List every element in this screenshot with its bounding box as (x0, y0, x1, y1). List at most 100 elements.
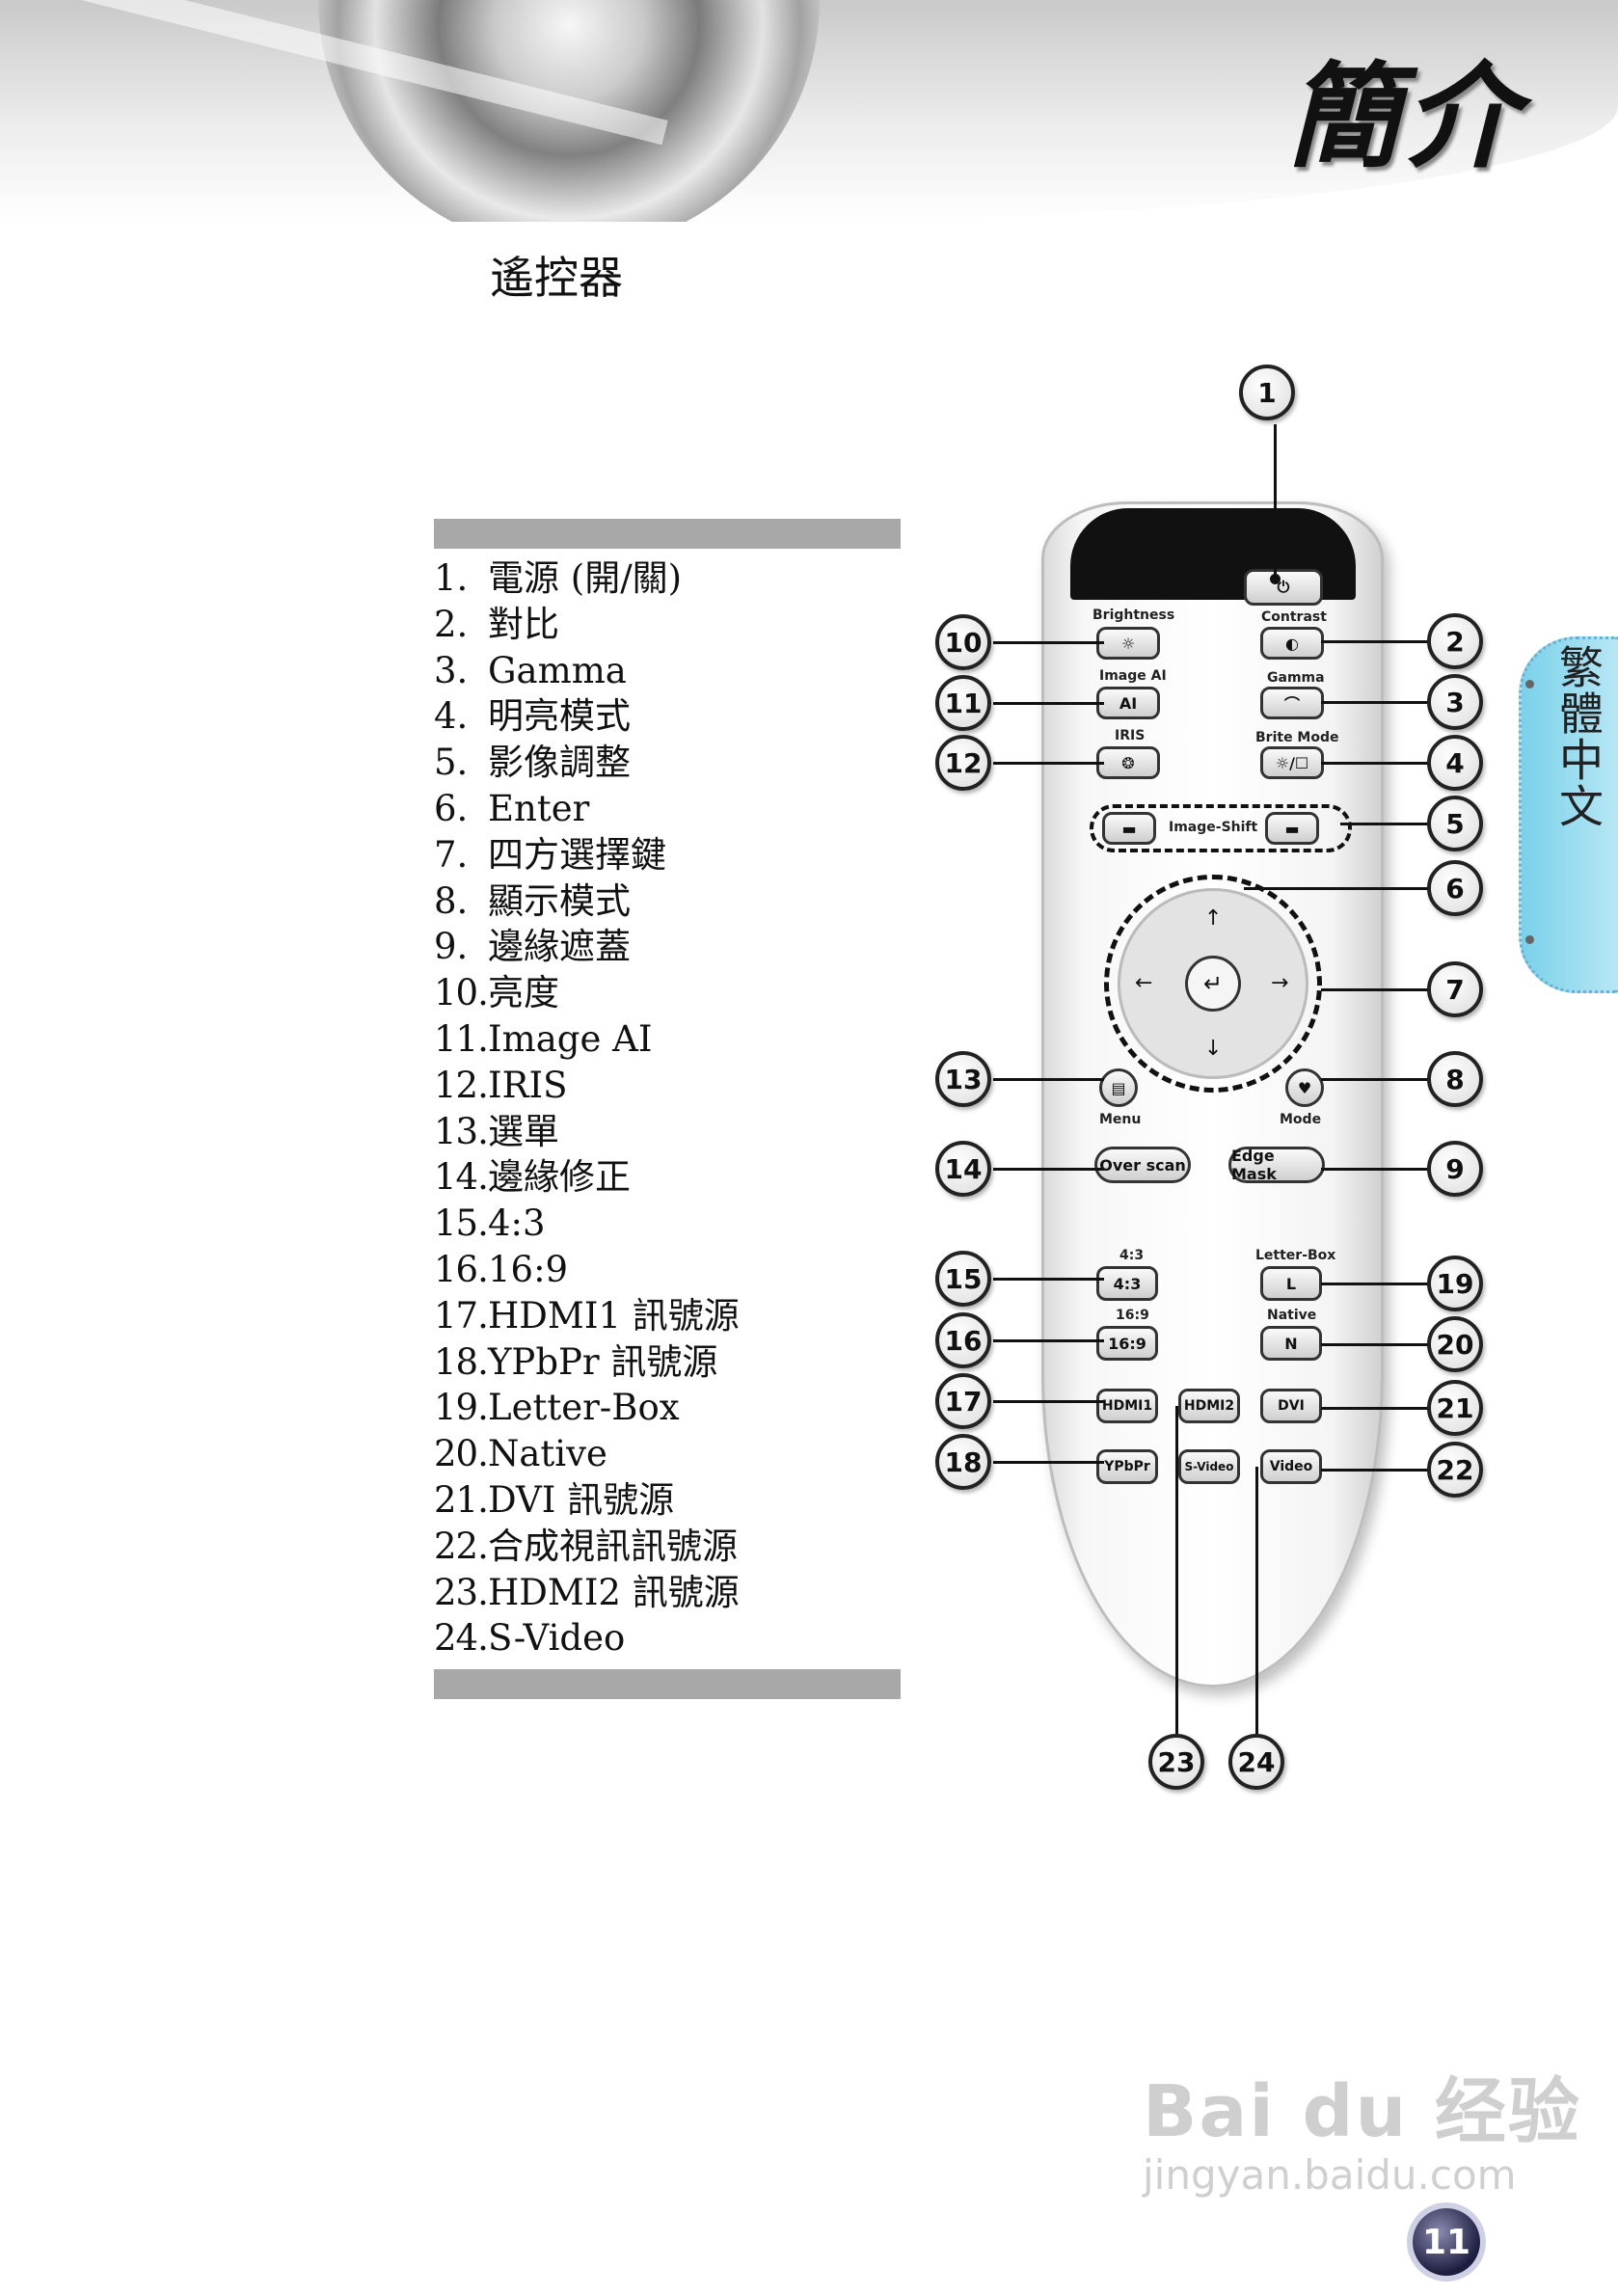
image-shift-label: Image-Shift (1169, 820, 1258, 835)
leader-line (993, 1168, 1104, 1171)
leader-line (1321, 1283, 1437, 1285)
callout-6: 6 (1427, 860, 1483, 916)
watermark-logo: Bai du 经验 (1143, 2070, 1581, 2153)
list-item: 9.邊緣遮蓋 (434, 926, 631, 968)
list-item: 24.S-Video (434, 1617, 626, 1660)
list-item: 21.DVI 訊號源 (434, 1478, 675, 1521)
callout-9: 9 (1427, 1141, 1483, 1197)
brightness-button: ☼ (1096, 627, 1160, 660)
callout-21: 21 (1427, 1380, 1483, 1436)
hdmi1-button: HDMI1 (1096, 1389, 1158, 1423)
callout-18: 18 (935, 1434, 991, 1490)
mode-label: Mode (1280, 1112, 1322, 1127)
list-item: 5.影像調整 (434, 742, 631, 784)
leader-line (1321, 1469, 1437, 1472)
list-item: 11.Image AI (434, 1017, 653, 1060)
list-item: 6.Enter (434, 787, 590, 829)
direction-pad-outline (1104, 875, 1322, 1093)
image-ai-button: AI (1096, 687, 1160, 719)
list-item: 4.明亮模式 (434, 695, 631, 738)
leader-line (1321, 1343, 1437, 1346)
leader-line (993, 641, 1104, 644)
image-shift-right-button: ▬ (1265, 812, 1319, 845)
callout-3: 3 (1427, 674, 1483, 730)
brite-mode-button: ☼/☐ (1260, 746, 1324, 779)
list-item: 22.合成視訊訊號源 (434, 1525, 738, 1567)
language-tab-label: 繁體中文 (1552, 644, 1605, 829)
list-item: 15.4:3 (434, 1202, 546, 1245)
list-item: 20.Native (434, 1433, 607, 1475)
callout-24: 24 (1228, 1734, 1284, 1790)
list-top-bar (434, 519, 901, 549)
watermark: Bai du 经验 jingyan.baidu.com (1143, 2054, 1581, 2199)
ratio-169-label: 16:9 (1116, 1308, 1149, 1323)
leader-line (1175, 1406, 1178, 1734)
contrast-button: ◐ (1260, 627, 1324, 660)
leader-line (1321, 988, 1437, 991)
gamma-label: Gamma (1267, 670, 1325, 686)
callout-17: 17 (935, 1373, 991, 1429)
page-number: 11 (1413, 2208, 1480, 2276)
image-shift-left-button: ▬ (1102, 812, 1156, 845)
callout-4: 4 (1427, 735, 1483, 791)
callout-15: 15 (935, 1251, 991, 1307)
up-arrow-icon: ↑ (1204, 906, 1223, 931)
leader-dot (1270, 574, 1281, 584)
callout-7: 7 (1427, 961, 1483, 1017)
hdmi2-button: HDMI2 (1178, 1389, 1240, 1423)
ypbpr-button: YPbPr (1096, 1449, 1158, 1484)
list-item: 19.Letter-Box (434, 1387, 680, 1429)
callout-14: 14 (935, 1141, 991, 1197)
list-item: 17.HDMI1 訊號源 (434, 1294, 740, 1337)
list-item: 8.顯示模式 (434, 879, 631, 922)
contrast-label: Contrast (1261, 609, 1327, 625)
leader-line (1244, 887, 1437, 890)
callout-12: 12 (935, 735, 991, 791)
leader-line (1321, 1078, 1437, 1081)
leader-line (1255, 1467, 1258, 1734)
ratio-43-button: 4:3 (1096, 1266, 1158, 1301)
dvi-button: DVI (1260, 1389, 1322, 1423)
left-arrow-icon: ← (1135, 971, 1153, 995)
iris-button: ❂ (1096, 746, 1160, 779)
letter-box-button: L (1260, 1266, 1322, 1301)
image-ai-label: Image AI (1099, 668, 1167, 684)
overscan-button: Over scan (1094, 1147, 1191, 1183)
list-item: 10.亮度 (434, 972, 559, 1014)
item-list: 1.電源 (開/關) 2.對比 3.Gamma 4.明亮模式 5.影像調整 6.… (434, 555, 740, 1661)
list-item: 14.邊緣修正 (434, 1156, 631, 1199)
tab-dot-bottom (1525, 935, 1534, 944)
right-arrow-icon: → (1271, 971, 1289, 995)
iris-label: IRIS (1115, 728, 1146, 743)
tab-dot-top (1525, 680, 1534, 689)
list-item: 1.電源 (開/關) (434, 557, 683, 599)
ratio-43-label: 4:3 (1119, 1248, 1145, 1263)
callout-5: 5 (1427, 796, 1483, 851)
leader-line (1340, 823, 1437, 825)
leader-line (1274, 424, 1277, 579)
page-title: 簡介 (1285, 50, 1522, 183)
callout-1: 1 (1239, 365, 1295, 420)
power-button: ⏻ (1244, 569, 1323, 606)
svideo-button: S-Video (1178, 1449, 1240, 1484)
leader-line (993, 1278, 1104, 1281)
list-item: 7.四方選擇鍵 (434, 833, 666, 876)
leader-line (1321, 762, 1437, 765)
leader-line (1321, 640, 1437, 643)
leader-line (993, 762, 1104, 765)
leader-line (993, 1339, 1104, 1342)
remote-control-body (1041, 501, 1384, 1688)
header-banner (0, 0, 1618, 222)
list-item: 3.Gamma (434, 649, 627, 691)
ratio-169-button: 16:9 (1096, 1326, 1158, 1361)
leader-line (1321, 1407, 1437, 1410)
callout-22: 22 (1427, 1442, 1483, 1498)
watermark-url: jingyan.baidu.com (1143, 2151, 1517, 2199)
gamma-button: ⌒ (1260, 687, 1324, 719)
brightness-label: Brightness (1092, 608, 1175, 623)
letter-box-label: Letter-Box (1255, 1248, 1336, 1263)
list-item: 2.對比 (434, 603, 559, 645)
leader-line (1321, 1168, 1437, 1171)
native-label: Native (1267, 1308, 1317, 1323)
callout-2: 2 (1427, 613, 1483, 669)
